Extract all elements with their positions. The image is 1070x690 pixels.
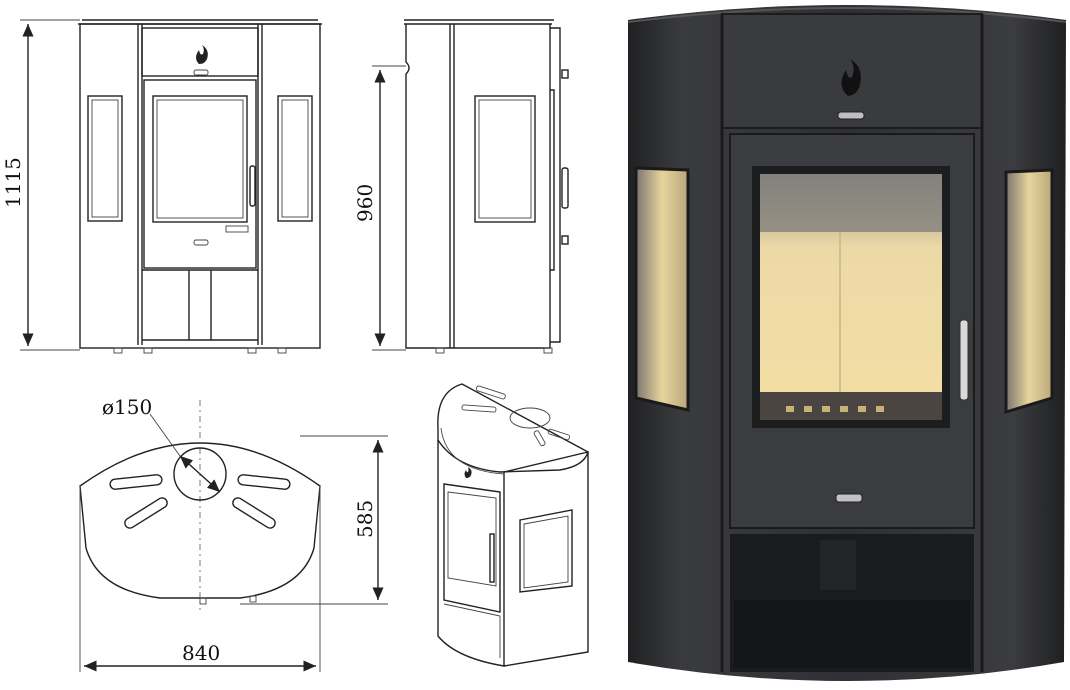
front-view-drawing <box>78 19 322 354</box>
dimension-960: 960 <box>353 184 377 222</box>
dimension-1115: 1115 <box>1 157 25 208</box>
isometric-view-drawing <box>437 383 589 667</box>
width-dimension-top: 840 <box>79 486 321 672</box>
side-view-drawing <box>404 19 569 354</box>
dimension-diameter-150: ø150 <box>102 395 152 419</box>
stove-photo <box>627 5 1067 681</box>
height-dimension-total: 1115 <box>1 19 80 351</box>
dimension-585: 585 <box>353 500 377 538</box>
height-dimension-side: 960 <box>353 65 406 351</box>
dimension-840: 840 <box>182 641 220 665</box>
top-view-drawing <box>79 400 321 610</box>
flame-icon <box>837 59 865 120</box>
depth-dimension-top: 585 <box>240 435 388 605</box>
front-flame-logo <box>193 45 209 76</box>
